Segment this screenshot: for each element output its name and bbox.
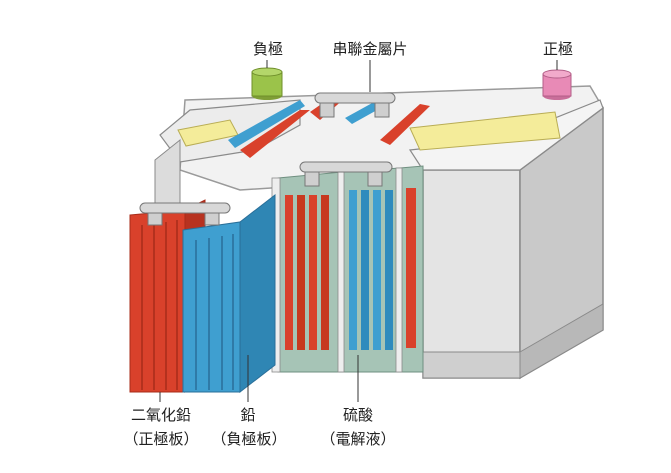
cell-divider [395,167,403,373]
negative-terminal-label: 負極 [252,40,283,58]
connector-strap [299,161,393,173]
electrolyte-cells [271,165,424,373]
negative-plate [373,190,381,350]
casing-base-side [519,303,604,379]
negative-plate [361,190,369,350]
lead-dioxide-note: （正極板） [123,430,199,448]
cell-divider [337,171,345,373]
connector-straps [139,92,396,226]
positive-plate [321,195,329,350]
sulfuric-acid-note: （電解液） [320,430,396,448]
lead-plate-group [182,221,241,393]
positive-terminal-label: 正極 [542,40,573,58]
lead-note: （負極板） [211,430,287,448]
negative-plate-back [228,100,305,148]
connector-strap [314,92,396,104]
negative-plate [349,190,357,350]
positive-plate-back [380,104,430,145]
battery-casing [154,85,604,380]
positive-plate [406,188,416,348]
positive-plate [297,195,305,350]
inner-plates [228,96,430,350]
positive-plate [309,195,317,350]
leader-lines [159,60,558,402]
connector-strap-label: 串聯金屬片 [332,40,408,58]
front-plate-groups [129,193,276,394]
connector-strap [139,202,231,214]
positive-plate-back [240,110,310,158]
lead-dioxide-label: 二氧化鉛 [130,406,191,424]
lead-label: 鉛 [240,406,256,424]
casing-right-front [422,169,521,379]
vent-cap-right [409,111,561,151]
casing-base-front [422,351,521,379]
terminals [251,67,572,100]
negative-plate [385,190,393,350]
positive-plate [285,195,293,350]
sulfuric-acid-label: 硫酸 [342,406,373,424]
lead-plate-side [239,193,276,394]
